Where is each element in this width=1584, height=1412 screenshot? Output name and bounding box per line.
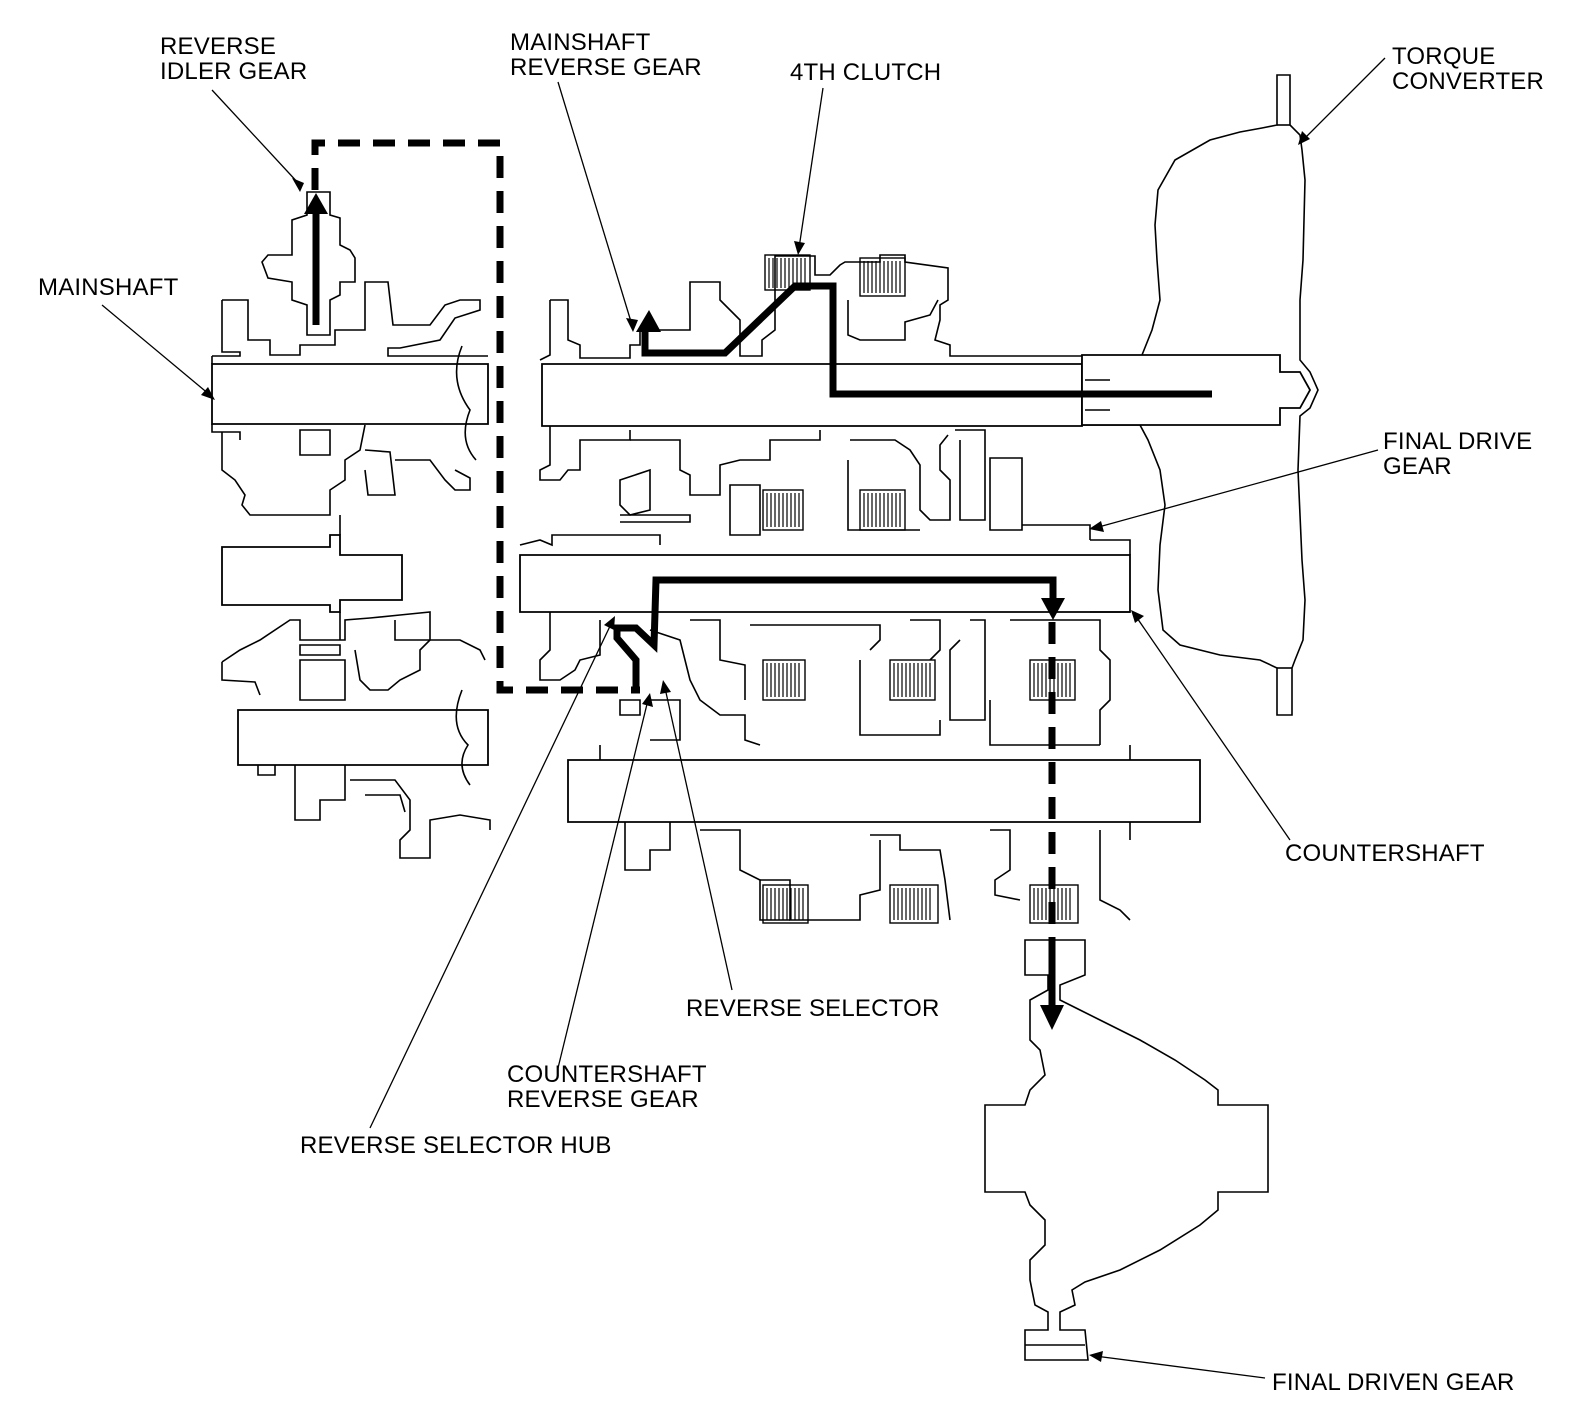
middle-clutch-packs <box>762 489 906 531</box>
leader-torque-converter <box>1302 57 1386 141</box>
lower-clutch-packs <box>762 659 1076 701</box>
leader-countershaft <box>1134 614 1291 841</box>
leader-mainshaft-reverse-gear <box>557 81 633 326</box>
countershaft-path <box>613 576 1057 690</box>
label-reverse-selector-hub: REVERSE SELECTOR HUB <box>300 1132 612 1159</box>
leader-reverse-selector-hub <box>369 621 613 1129</box>
label-line: REVERSE GEAR <box>507 1086 699 1113</box>
idler-arrowhead <box>304 193 328 214</box>
power-flow-paths <box>304 139 1212 1030</box>
leader-countershaft-reverse-gear <box>557 699 649 1069</box>
differential-assembly <box>984 939 1269 1361</box>
leader-4th-clutch <box>798 87 824 249</box>
label-final-drive-gear: FINAL DRIVE GEAR <box>1383 429 1532 479</box>
label-mainshaft: MAINSHAFT <box>38 274 179 301</box>
label-countershaft: COUNTERSHAFT <box>1285 840 1485 867</box>
leader-reverse-idler <box>211 89 301 186</box>
mainshaft-reverse-arrowhead <box>636 310 661 332</box>
bottom-clutch-packs <box>762 884 1079 924</box>
label-reverse-selector: REVERSE SELECTOR <box>686 995 940 1022</box>
torque-converter <box>1081 74 1319 716</box>
label-mainshaft-reverse-gear: MAINSHAFT REVERSE GEAR <box>510 30 702 80</box>
countershaft-arrowhead <box>1041 598 1065 620</box>
leader-final-driven-gear <box>1094 1355 1266 1379</box>
label-reverse-idler-gear: REVERSE IDLER GEAR <box>160 34 307 84</box>
label-line: COUNTERSHAFT <box>507 1061 707 1088</box>
right-assembly <box>519 254 1312 924</box>
label-line: FINAL DRIVE <box>1383 428 1533 455</box>
leader-final-drive-gear <box>1094 449 1379 529</box>
label-torque-converter: TORQUE CONVERTER <box>1392 44 1544 94</box>
label-line: GEAR <box>1383 453 1452 480</box>
label-line: IDLER GEAR <box>160 58 308 85</box>
input-path <box>641 282 1212 398</box>
leader-reverse-selector <box>664 687 733 991</box>
label-line: TORQUE <box>1392 43 1496 70</box>
final-drive-arrowhead <box>1040 1005 1064 1030</box>
label-4th-clutch: 4TH CLUTCH <box>790 59 942 86</box>
left-mainshaft-assembly <box>211 191 491 859</box>
label-countershaft-reverse-gear: COUNTERSHAFT REVERSE GEAR <box>507 1062 707 1112</box>
reverse-idler-dashed-path <box>311 139 640 694</box>
label-line: MAINSHAFT <box>510 29 651 56</box>
label-line: REVERSE <box>160 33 277 60</box>
leader-lines <box>101 57 1386 1379</box>
leader-mainshaft <box>101 304 211 396</box>
fourth-clutch-pack <box>764 254 906 297</box>
label-final-driven-gear: FINAL DRIVEN GEAR <box>1272 1369 1515 1396</box>
label-line: CONVERTER <box>1392 68 1545 95</box>
label-line: REVERSE GEAR <box>510 54 702 81</box>
